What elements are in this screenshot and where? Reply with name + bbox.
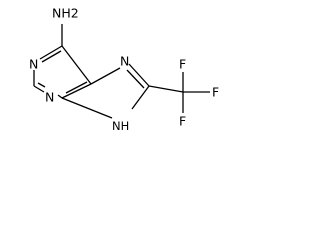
bond-n9-c4: [61, 97, 113, 119]
atom-label-f-right: F: [212, 85, 219, 100]
atom-label-nh2: NH2: [52, 6, 79, 21]
atom-label-f-bottom: F: [179, 114, 186, 129]
atom-label-nh9: NH: [112, 119, 129, 133]
bond-c6-n1: [39, 45, 63, 60]
atom-label-n7: N: [120, 54, 129, 69]
bond-n7-c8: [128, 63, 150, 87]
atom-label-n3: N: [45, 90, 54, 105]
bond-n7-c8-double: [126, 69, 145, 89]
bond-c6-n1-double: [41, 50, 62, 63]
bond-c5-n7: [90, 67, 121, 85]
bonds: [33, 24, 210, 119]
chemical-structure-diagram: NH2 N N N NH F F F: [29, 6, 219, 134]
atom-label-n1: N: [29, 57, 38, 72]
bond-c8-n9: [131, 85, 150, 110]
atom-label-f-top: F: [179, 57, 186, 72]
bond-c8-cf3: [148, 85, 184, 93]
bond-c2-n3: [33, 85, 45, 93]
bond-c2-n3-double: [37, 82, 46, 88]
bond-c4-c5: [61, 83, 92, 99]
bond-c4-c5-double: [65, 81, 88, 94]
atom-labels: NH2 N N N NH F F F: [29, 6, 219, 134]
bond-n3-c4: [57, 94, 63, 99]
bond-c5-c6: [61, 45, 92, 85]
